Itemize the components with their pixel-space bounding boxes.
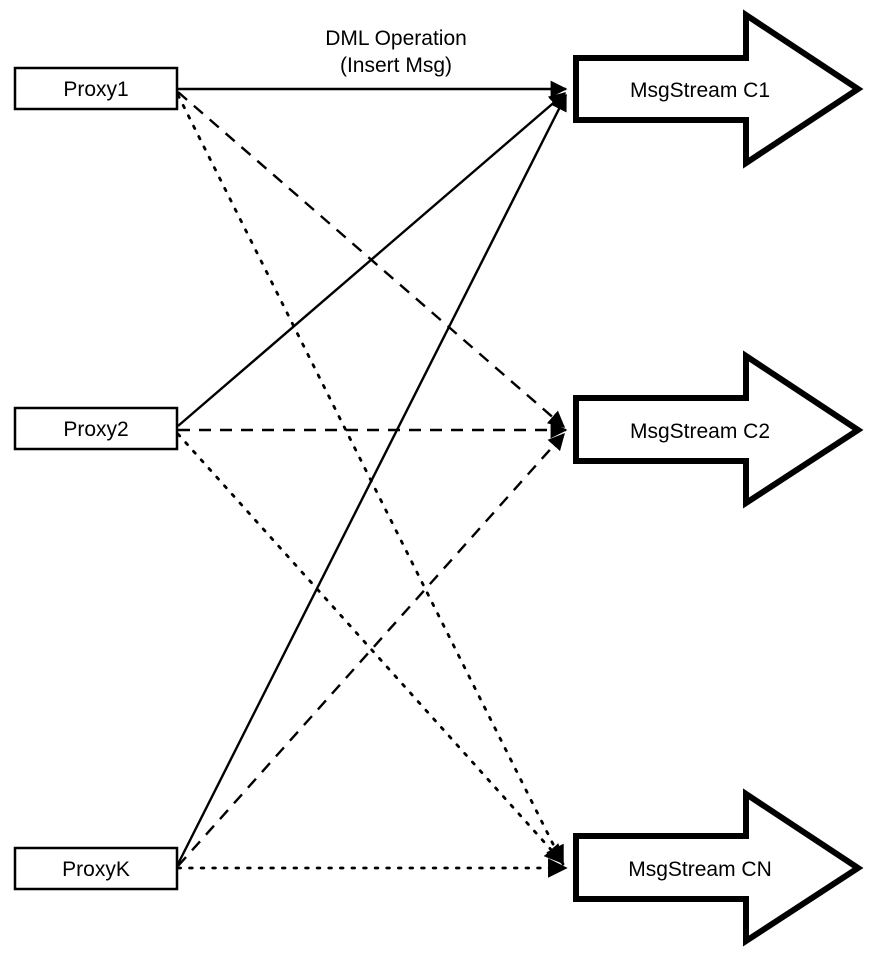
proxy2-label: Proxy2 <box>63 418 128 441</box>
node-proxy2[interactable]: Proxy2 <box>13 406 179 451</box>
connection-proxy1-to-stream-cn <box>176 93 565 866</box>
node-proxy1[interactable]: Proxy1 <box>13 66 179 111</box>
connection-proxyk-to-stream-c1 <box>176 93 568 865</box>
proxy1-box[interactable] <box>13 66 179 111</box>
connection-layer <box>176 80 568 878</box>
proxyk-label: ProxyK <box>62 858 130 881</box>
stream-c1-arrow-shape[interactable] <box>573 9 864 169</box>
node-stream-c2[interactable]: MsgStream C2 <box>573 350 864 509</box>
stream-cn-arrow-shape[interactable] <box>573 788 864 947</box>
stream-c1-label: MsgStream C1 <box>630 79 770 102</box>
proxyk-box[interactable] <box>13 846 179 891</box>
node-stream-cn[interactable]: MsgStream CN <box>573 788 864 947</box>
stream-c2-label: MsgStream C2 <box>630 420 770 443</box>
stream-cn-label: MsgStream CN <box>628 858 772 881</box>
stream-c2-arrow-shape[interactable] <box>573 350 864 509</box>
stream-nodes: MsgStream C1 MsgStream C2 MsgStream CN <box>573 9 864 947</box>
proxy2-box[interactable] <box>13 406 179 451</box>
edge-label-dml-operation: DML Operation (Insert Msg) <box>325 27 467 77</box>
proxy-nodes: Proxy1 Proxy2 ProxyK <box>13 66 179 891</box>
proxy1-label: Proxy1 <box>63 78 128 101</box>
node-proxyk[interactable]: ProxyK <box>13 846 179 891</box>
connection-proxy2-to-stream-c1 <box>177 92 567 427</box>
edge-label-line2: (Insert Msg) <box>340 54 452 77</box>
connection-proxy2-to-stream-cn <box>176 432 565 865</box>
node-stream-c1[interactable]: MsgStream C1 <box>573 9 864 169</box>
edge-label-line1: DML Operation <box>325 27 467 50</box>
